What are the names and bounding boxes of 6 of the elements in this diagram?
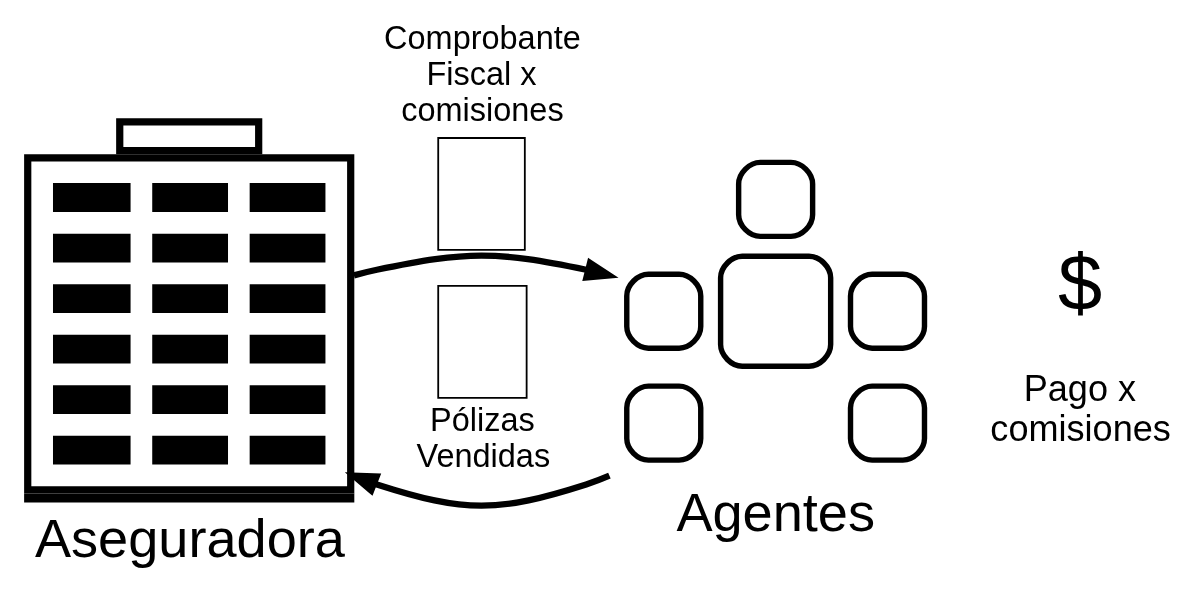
node-label: Agentes [675, 482, 875, 543]
edge-label: Pólizas Vendidas [416, 402, 550, 475]
label: $ [1057, 237, 1102, 327]
edge-label: Comprobante Fiscal x comisiones [383, 19, 581, 128]
node-label: Aseguradora [34, 507, 345, 568]
label: Pago x comisiones [989, 368, 1171, 450]
